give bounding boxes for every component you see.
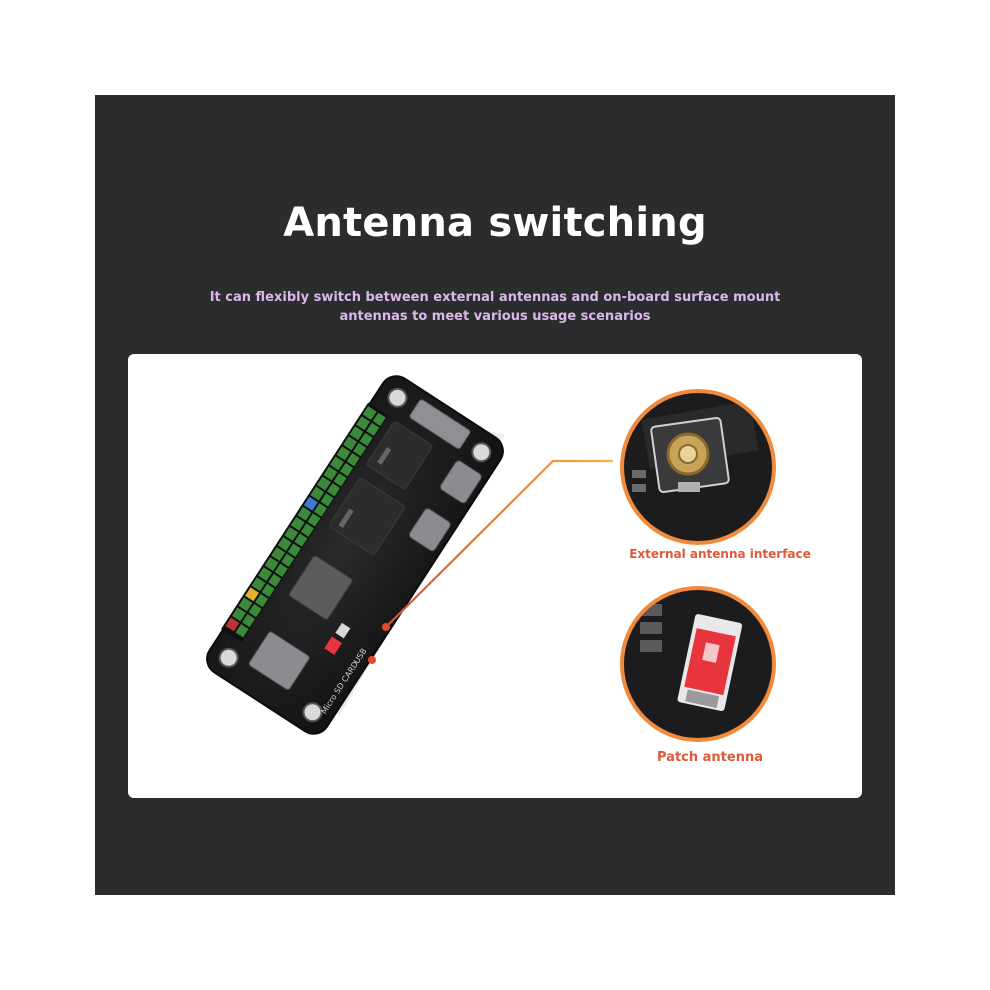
callout-line-patch (368, 656, 613, 664)
ram-chip (366, 421, 433, 489)
zoom-external-antenna (620, 389, 776, 545)
mounting-holes (218, 387, 492, 723)
gpio-header-pins (221, 402, 389, 643)
sd-card-slot (248, 631, 310, 690)
soc-chip (329, 477, 405, 555)
page-title: Antenna switching (283, 200, 707, 246)
emmc-chip (289, 555, 353, 620)
patch-antenna-icon (677, 614, 743, 712)
usb-connectors (409, 399, 482, 552)
page-subtitle: It can flexibly switch between external … (209, 290, 781, 324)
zoom-patch-antenna (620, 586, 776, 742)
antenna-components (324, 622, 351, 655)
callout-patch-antenna-label: Patch antenna (657, 750, 763, 765)
callout-line-external (382, 459, 613, 631)
callout-external-antenna-label: External antenna interface (629, 547, 811, 561)
pcb-board: Micro SD CARD USB (206, 375, 504, 735)
